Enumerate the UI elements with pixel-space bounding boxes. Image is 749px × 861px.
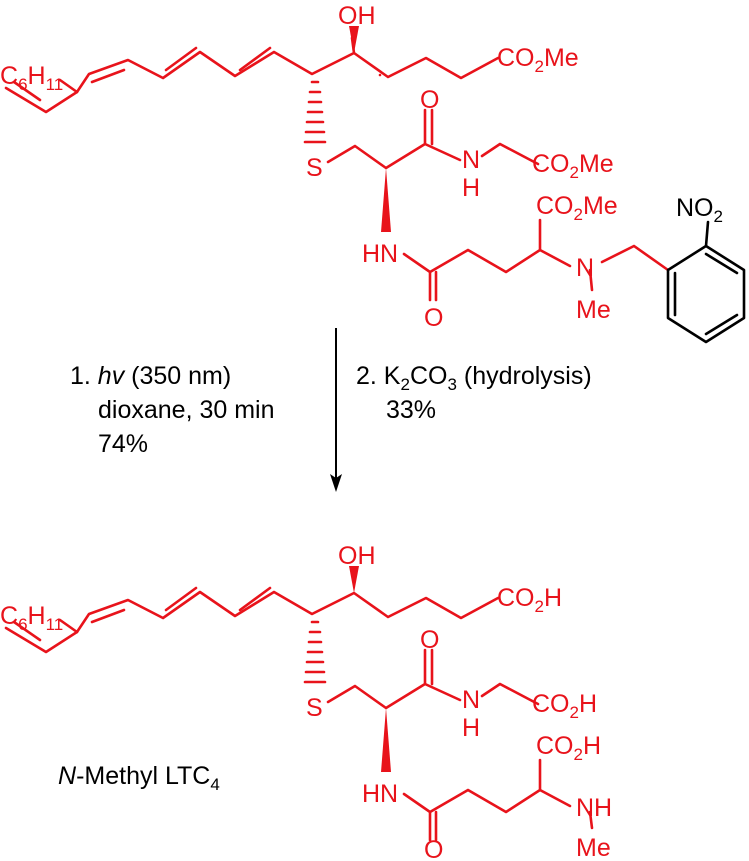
step1-line2: dioxane, 30 min <box>98 396 275 424</box>
product-acid-label: CO2H <box>497 584 562 616</box>
product-oh-wedge <box>349 566 359 593</box>
reactant-s-label: S <box>306 154 323 182</box>
step1-line1: 1. hv (350 nm) <box>70 362 231 390</box>
product-nh-n-label: N <box>462 686 480 714</box>
reaction-conditions: 1. hv (350 nm) dioxane, 30 min 74% 2. K2… <box>70 362 592 458</box>
reactant-s-hash <box>303 80 327 144</box>
reactant-gly-ester-label: CO2Me <box>532 150 614 182</box>
product-s-label: S <box>306 694 323 722</box>
product-glu-acid-label: CO2H <box>536 732 601 764</box>
reactant-cysteine-bonds <box>326 108 540 170</box>
product-gly-acid-label: CO2H <box>532 690 597 722</box>
product-hn-wedge <box>381 708 391 772</box>
product-glu-o-label: O <box>424 836 443 861</box>
reactant-nh-h-label: H <box>462 174 480 202</box>
reactant-hn-wedge <box>381 168 391 232</box>
product-name: N-Methyl LTC4 <box>58 762 220 794</box>
product-c6h11-bond <box>58 618 79 634</box>
reactant-c6h11-label: C6H11 <box>0 62 63 94</box>
reactant-n-label: N <box>576 254 594 282</box>
product-c6h11-label: C6H11 <box>0 602 63 634</box>
step1-line3: 74% <box>98 430 148 458</box>
product-amide-o-label: O <box>420 626 439 654</box>
reactant-c6h11-bond <box>58 78 79 94</box>
benzene-ring <box>666 220 746 344</box>
step2-line2: 33% <box>386 396 436 424</box>
reactant-hn-label: HN <box>362 240 398 268</box>
reactant-structure: OH CO2Me C6H11 S O N H CO2Me CO2Me HN O … <box>0 2 746 344</box>
step2-line1: 2. K2CO3 (hydrolysis) <box>356 362 592 394</box>
nitro-label: NO2 <box>676 194 723 226</box>
product-nh-h-label: H <box>462 714 480 742</box>
reactant-double-bonds <box>12 46 272 102</box>
reactant-glutamate-bonds <box>402 218 670 302</box>
product-oh-label: OH <box>338 542 376 570</box>
product-nh-me-label: Me <box>576 834 611 861</box>
product-double-bonds <box>12 586 272 642</box>
reaction-arrow <box>330 328 342 492</box>
reactant-amide-o-label: O <box>420 86 439 114</box>
reactant-glu-o-label: O <box>424 304 443 332</box>
product-s-hash <box>303 620 327 684</box>
product-skeleton-bonds <box>4 590 500 654</box>
reactant-n-me-label: Me <box>576 296 611 324</box>
reactant-glu-ester-label: CO2Me <box>536 192 618 224</box>
product-structure: OH CO2H C6H11 S O N H CO2H CO2H HN O NH … <box>0 542 612 861</box>
product-hn-label: HN <box>362 780 398 808</box>
product-glutamate-bonds <box>402 758 594 842</box>
reactant-oh-label: OH <box>338 2 376 30</box>
product-nh-label: NH <box>576 794 612 822</box>
reactant-oh-wedge <box>349 26 359 53</box>
reactant-nh-n-label: N <box>462 146 480 174</box>
reactant-ester-label: CO2Me <box>497 44 579 76</box>
product-cysteine-bonds <box>326 648 540 710</box>
